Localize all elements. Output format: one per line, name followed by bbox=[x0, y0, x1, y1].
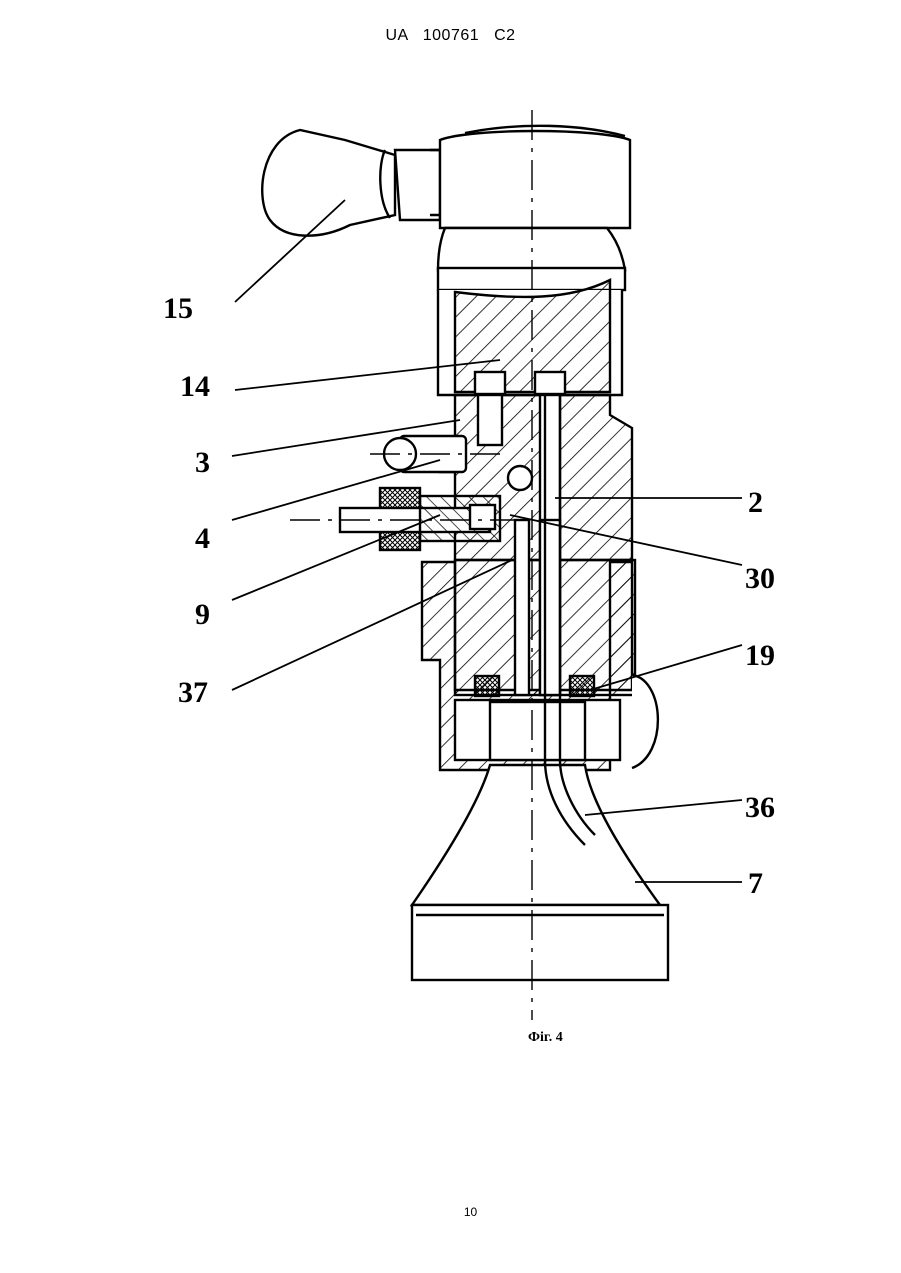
label-36: 36 bbox=[745, 791, 775, 824]
label-3: 3 bbox=[195, 446, 210, 479]
figure-caption: Фіг. 4 bbox=[528, 1030, 563, 1045]
label-37: 37 bbox=[178, 676, 208, 709]
label-2: 2 bbox=[748, 486, 763, 519]
label-9: 9 bbox=[195, 598, 210, 631]
handle-drawing bbox=[262, 126, 630, 270]
label-7: 7 bbox=[748, 867, 763, 900]
label-14: 14 bbox=[180, 370, 210, 403]
label-15: 15 bbox=[163, 292, 193, 325]
label-19: 19 bbox=[745, 639, 775, 672]
page-number: 10 bbox=[0, 1205, 901, 1219]
label-4: 4 bbox=[195, 522, 210, 555]
label-30: 30 bbox=[745, 562, 775, 595]
